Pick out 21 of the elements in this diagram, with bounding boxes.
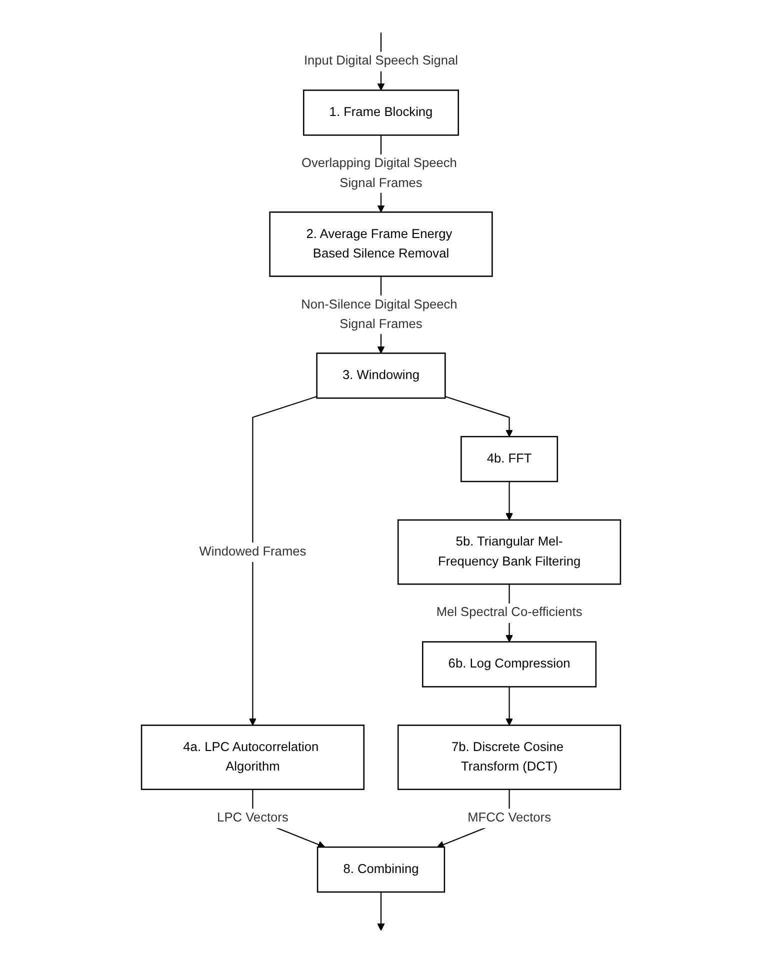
edge-label: Input Digital Speech Signal — [304, 53, 458, 68]
edge-label: MFCC Vectors — [468, 810, 551, 825]
node-box: 2. Average Frame Energy Based Silence Removal — [269, 211, 493, 277]
arrow — [377, 892, 385, 931]
edge-label: LPC Vectors — [217, 810, 288, 825]
node-box: 8. Combining — [316, 846, 446, 893]
node-box: 7b. Discrete Cosine Transform (DCT) — [397, 724, 622, 790]
edge-label: Non-Silence Digital Speech Signal Frames — [301, 297, 458, 331]
node-box: 6b. Log Compression — [422, 641, 597, 688]
arrow — [506, 686, 514, 726]
arrow — [506, 482, 514, 520]
arrow — [248, 396, 317, 726]
node-box: 3. Windowing — [316, 352, 446, 399]
edge-label: Overlapping Digital Speech Signal Frames — [301, 156, 457, 190]
edge-label: Mel Spectral Co-efficients — [436, 605, 582, 620]
node-box: 4a. LPC Autocorrelation Algorithm — [140, 724, 365, 790]
edge-label: Windowed Frames — [199, 544, 306, 559]
arrow — [445, 396, 514, 437]
node-box: 5b. Triangular Mel-Frequency Bank Filtering — [397, 519, 622, 585]
node-box: 1. Frame Blocking — [303, 90, 459, 136]
node-box: 4b. FFT — [460, 436, 558, 482]
